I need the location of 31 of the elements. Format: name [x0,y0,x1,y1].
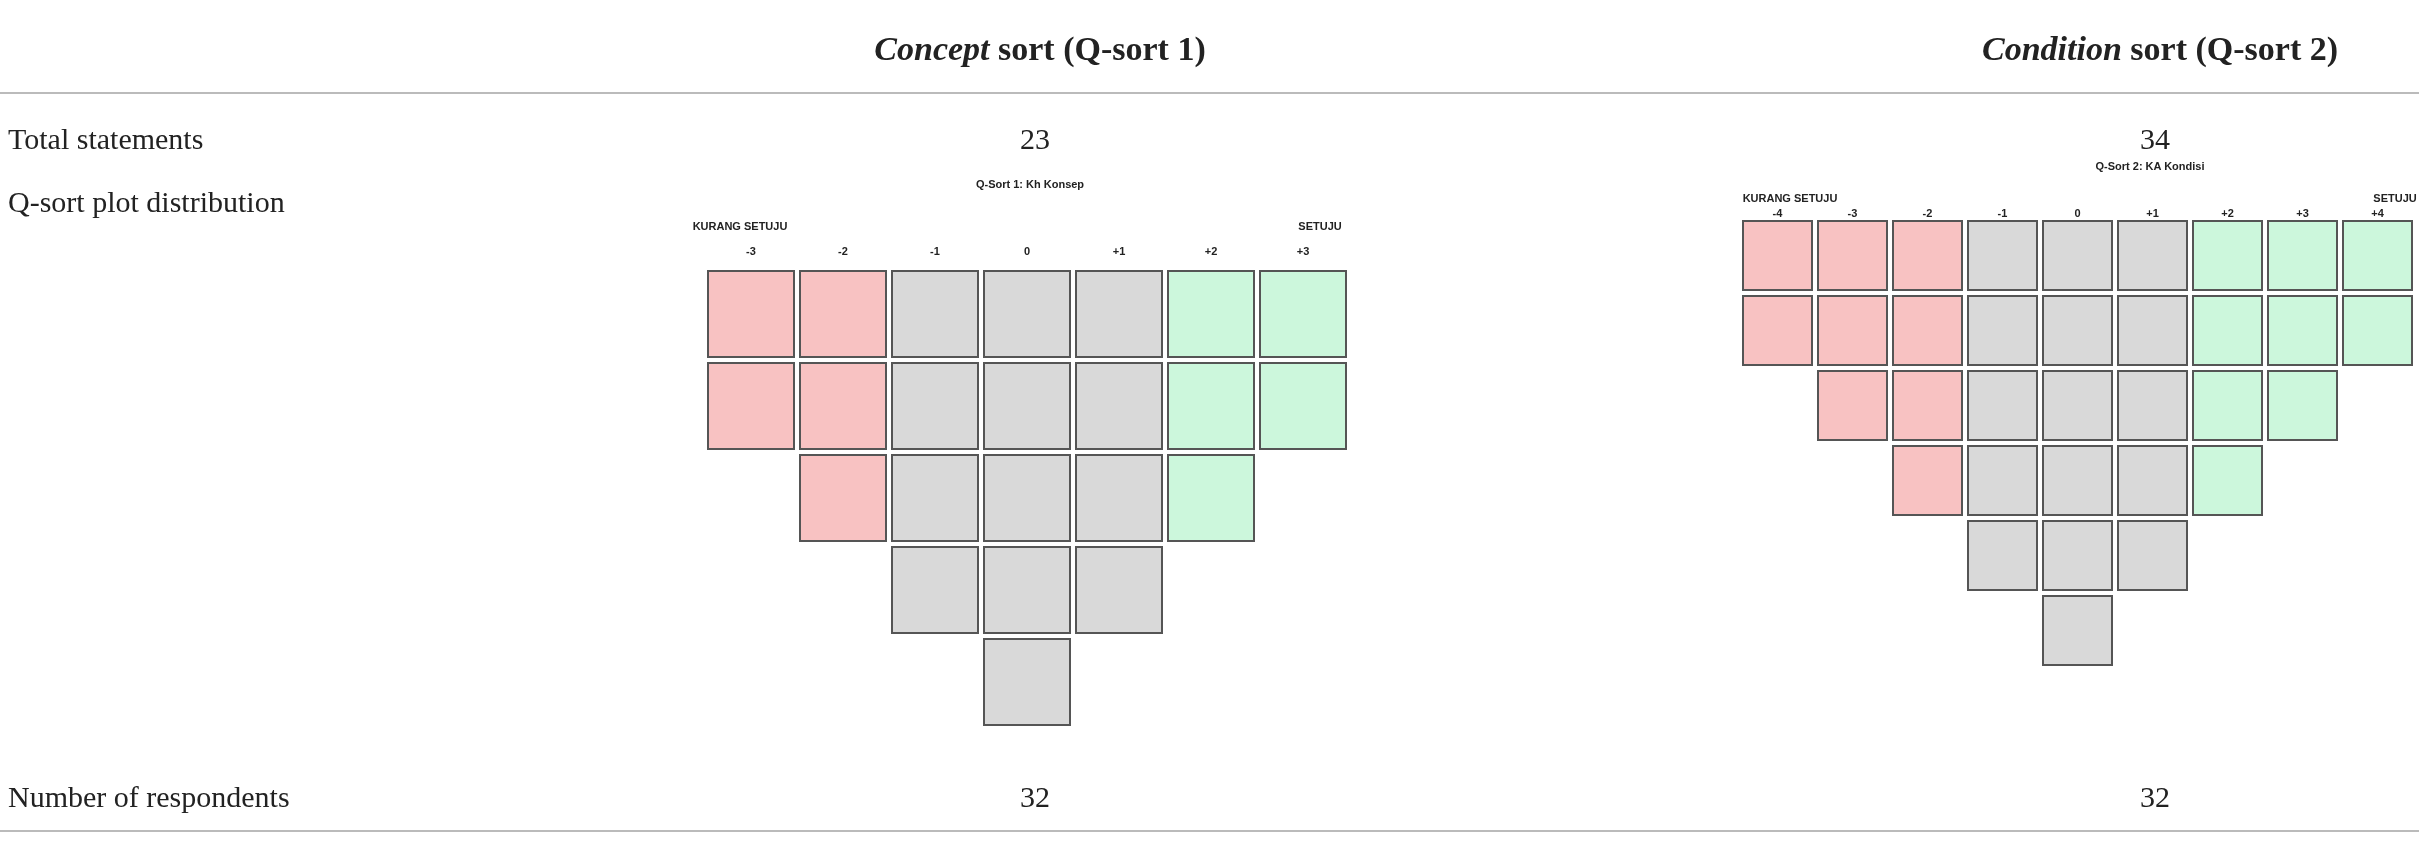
chart-title: Q-Sort 1: Kh Konsep [975,178,1085,190]
axis-label: SETUJU [1298,220,1342,232]
row-label: Total statements [8,122,204,156]
column-label: -3 [1847,207,1858,219]
column-label: 0 [1023,245,1031,257]
axis-label: SETUJU [2373,192,2417,204]
table-cell: 34 [2140,122,2170,156]
column-label: -3 [746,245,756,257]
column-label: +1 [1112,245,1126,257]
column-label: +2 [1204,245,1218,257]
column-header: Concept sort (Q-sort 1) [874,30,1206,68]
table-cell: 32 [2140,780,2170,814]
column-label: +3 [2296,207,2309,219]
axis-label: KURANG SETUJU [692,220,788,232]
chart-title: Q-Sort 2: KA Kondisi [2095,160,2205,172]
column-label: -4 [1772,207,1783,219]
row-label: Number of respondents [8,780,290,814]
row-label: Q-sort plot distribution [8,185,285,219]
column-label: +2 [2221,207,2234,219]
column-label: +4 [2371,207,2384,219]
column-label: -1 [930,245,940,257]
table-cell: 32 [1020,780,1050,814]
column-label: 0 [2074,207,2081,219]
column-label: +3 [1296,245,1310,257]
column-header: Condition sort (Q-sort 2) [1982,30,2338,68]
table-cell: 23 [1020,122,1050,156]
column-label: +1 [2146,207,2159,219]
column-label: -1 [1997,207,2008,219]
column-label: -2 [838,245,848,257]
axis-label: KURANG SETUJU [1742,192,1838,204]
column-label: -2 [1922,207,1933,219]
